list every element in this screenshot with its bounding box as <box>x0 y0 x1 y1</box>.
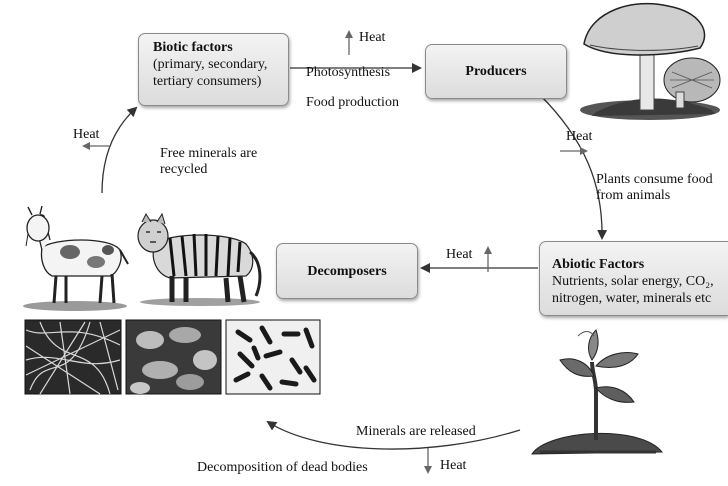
arrow-producers-to-abiotic <box>539 94 608 240</box>
plants-consume-label-2: from animals <box>596 188 671 203</box>
heat-label-top: Heat <box>359 30 386 45</box>
biotic-factors-box: Biotic factors (primary, secondary, tert… <box>138 33 289 106</box>
free-minerals-label-2: recycled <box>160 162 208 177</box>
heat-label-bottom: Heat <box>440 458 467 473</box>
heat-label-right: Heat <box>566 129 593 144</box>
free-minerals-label-1: Free minerals are <box>160 146 258 161</box>
arrow-organisms-to-biotic <box>101 106 138 194</box>
heat-label-left: Heat <box>73 127 100 142</box>
photosynthesis-label: Photosynthesis <box>306 65 391 80</box>
biotic-factors-line-1: (primary, secondary, <box>153 57 268 72</box>
goat-image <box>23 205 129 311</box>
tiger-image <box>137 212 262 306</box>
arrow-minerals-released <box>266 420 521 450</box>
abiotic-factors-title: Abiotic Factors <box>552 257 645 272</box>
decomposers-title: Decomposers <box>307 263 387 279</box>
heat-label-middle: Heat <box>446 247 473 262</box>
abiotic-factors-line-2: nitrogen, water, minerals etc <box>552 291 712 306</box>
minerals-released-label: Minerals are released <box>356 424 476 439</box>
producers-box: Producers <box>425 44 567 99</box>
seedling-image <box>531 329 664 455</box>
biotic-factors-line-2: tertiary consumers) <box>153 74 262 89</box>
food-production-label: Food production <box>306 95 399 110</box>
mushroom-image <box>580 2 721 120</box>
abiotic-factors-line-1: Nutrients, solar energy, CO₂, <box>552 274 714 289</box>
fungal-hyphae-image <box>24 319 122 395</box>
decomposition-label: Decomposition of dead bodies <box>197 460 368 475</box>
biotic-factors-title: Biotic factors <box>153 40 233 55</box>
rod-bacteria-image <box>225 319 321 395</box>
abiotic-factors-box: Abiotic Factors Nutrients, solar energy,… <box>539 241 728 316</box>
plants-consume-label-1: Plants consume food <box>596 172 713 187</box>
decomposers-box: Decomposers <box>276 243 418 299</box>
producers-title: Producers <box>465 64 527 79</box>
bacteria-micrograph-image <box>125 319 222 395</box>
